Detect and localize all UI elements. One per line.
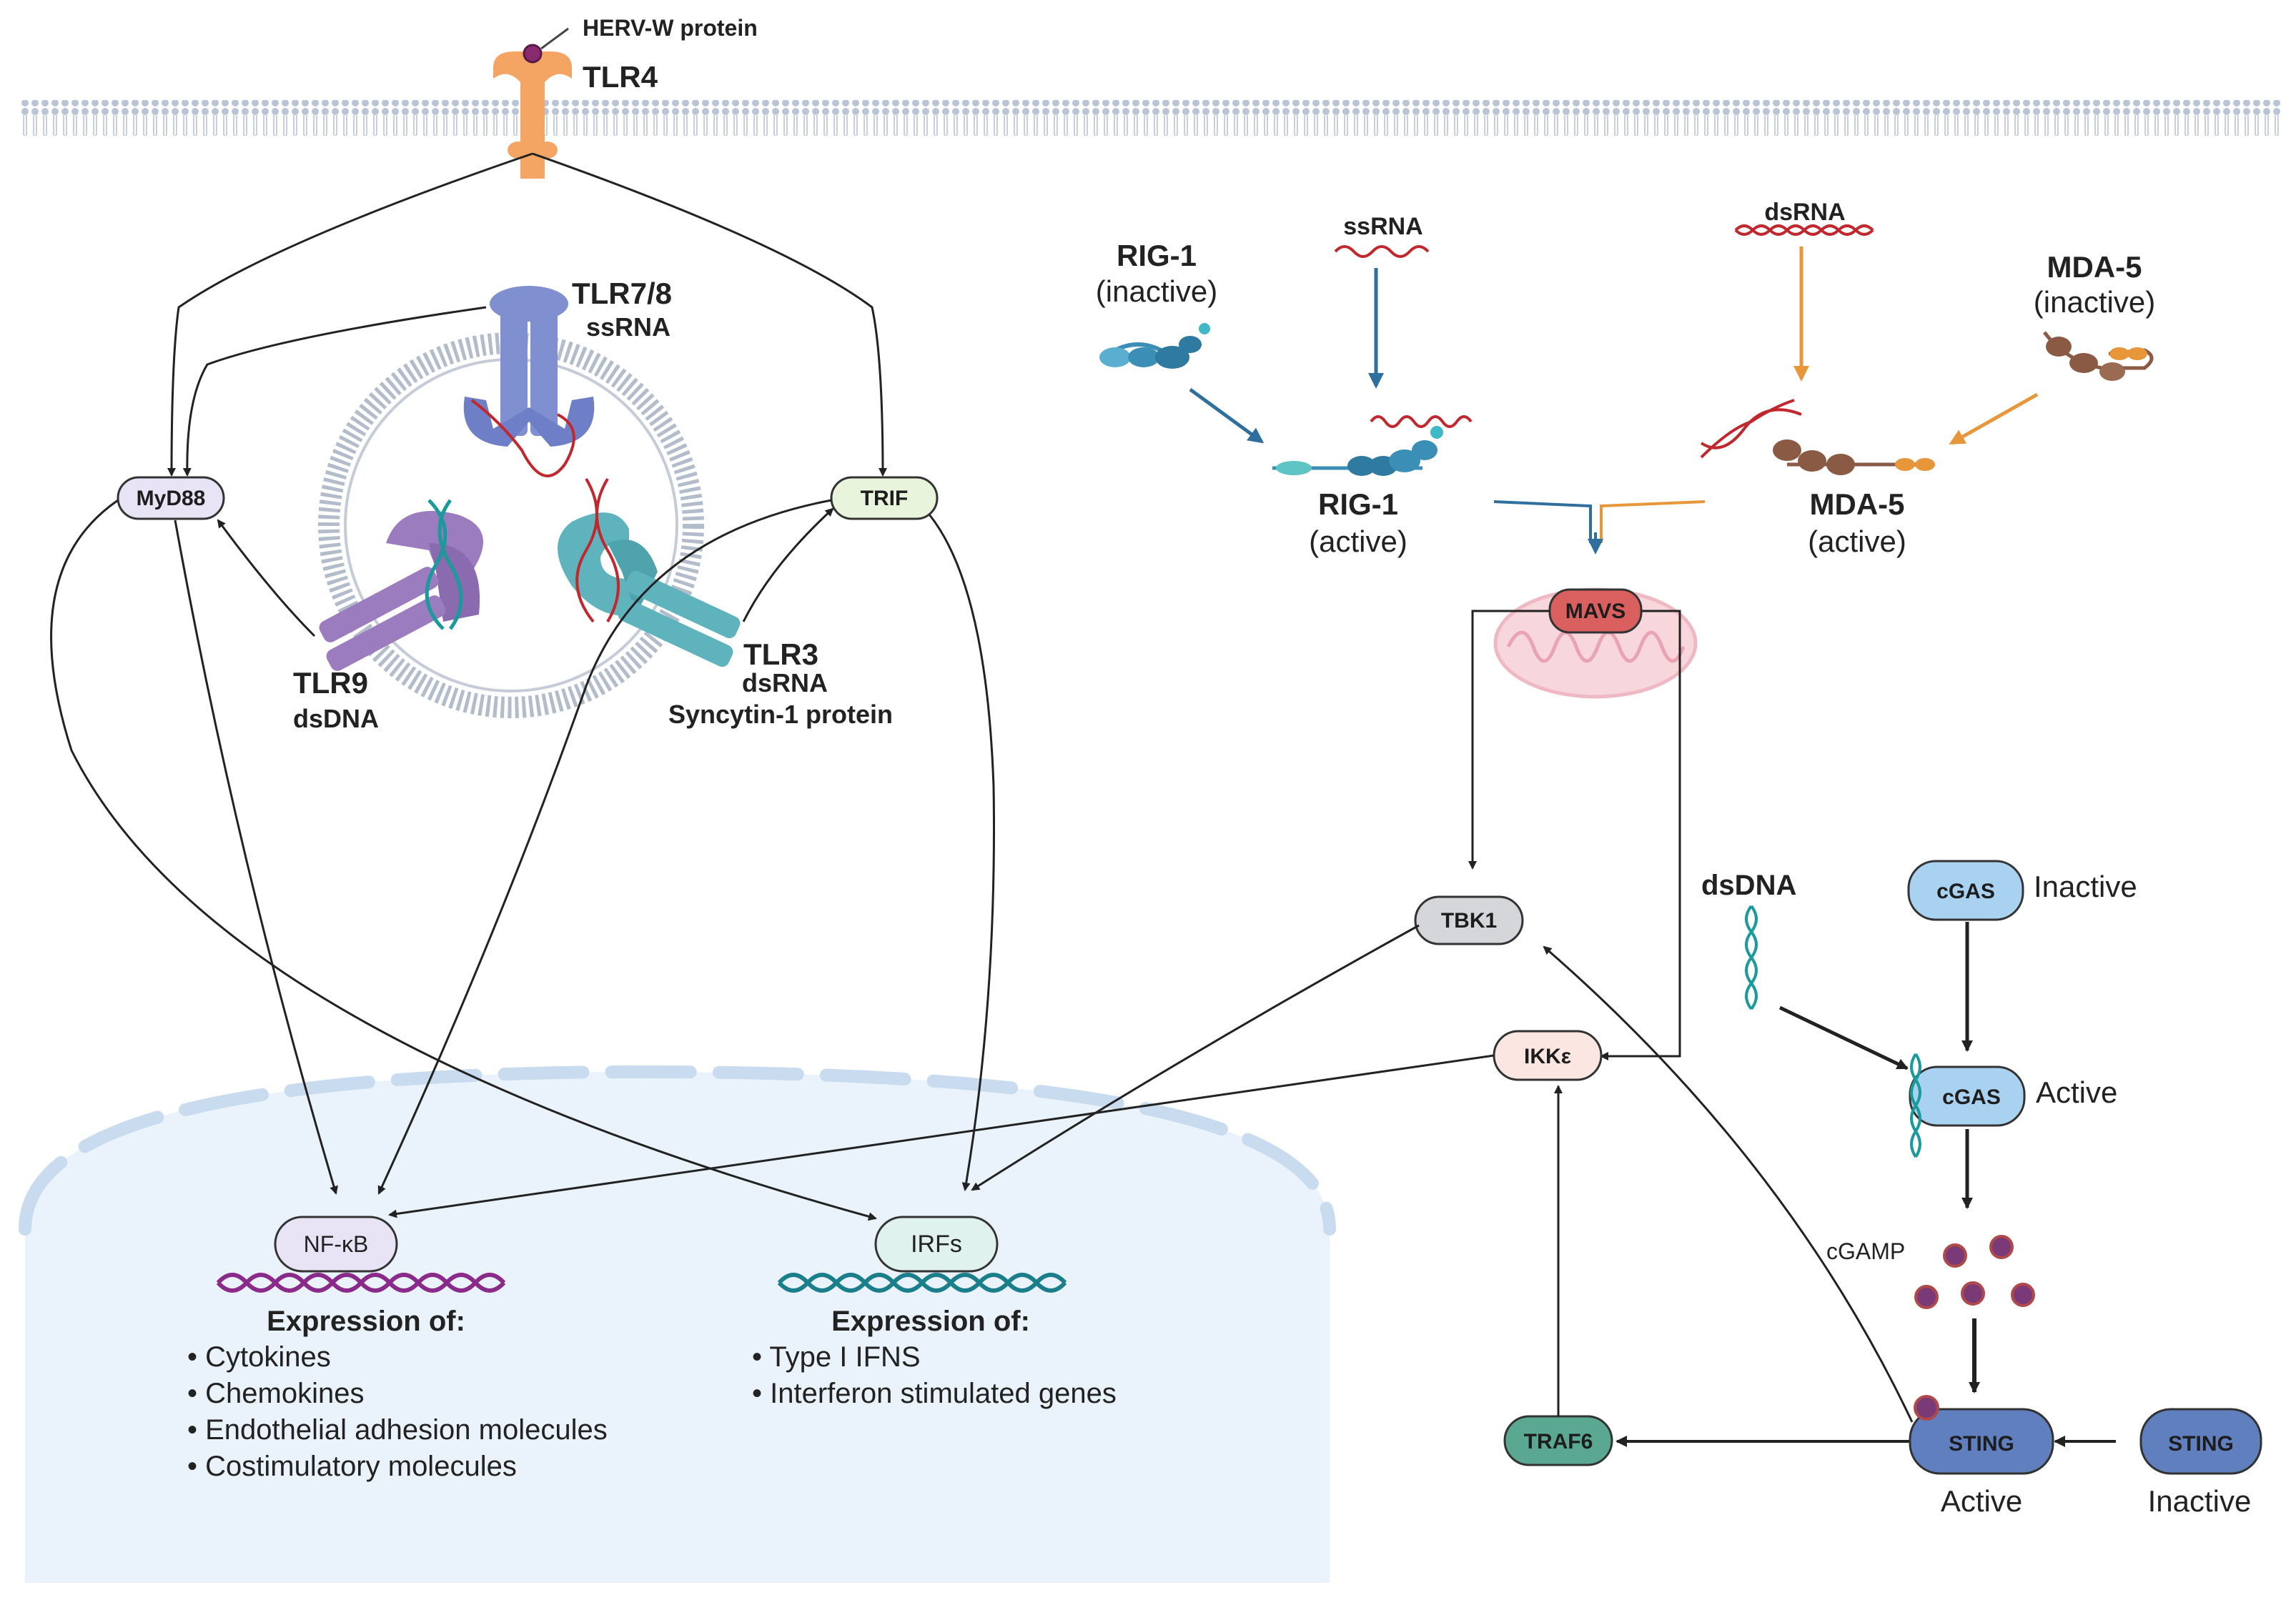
tbk1-label: TBK1: [1441, 909, 1497, 933]
irfs-label: IRFs: [911, 1231, 962, 1258]
tlr4-label: TLR4: [583, 60, 658, 94]
tlr3-ligand-label: dsRNA: [742, 668, 828, 697]
tlr3-label: TLR3: [743, 637, 818, 671]
mda5-active-name: MDA-5: [1810, 487, 1905, 521]
traf6-node: TRAF6: [1503, 1415, 1613, 1466]
rig1-active-icon: [1272, 415, 1473, 476]
tlr3-ligand2-label: Syncytin-1 protein: [668, 700, 893, 729]
ssrna-strand-icon: [1334, 245, 1430, 258]
rig1-active-state: (active): [1309, 525, 1407, 558]
mavs-node: MAVS: [1548, 588, 1643, 634]
traf6-label: TRAF6: [1524, 1430, 1593, 1454]
dsdna-label: dsDNA: [1701, 870, 1796, 901]
nfkb-item-2: • Chemokines: [187, 1378, 364, 1409]
irfs-node: IRFs: [874, 1216, 999, 1273]
cgamp-molecules-icon: [1914, 1235, 2035, 1309]
nfkb-node: NF-κB: [274, 1216, 398, 1273]
tlr3-receptor-icon: [558, 477, 741, 667]
plasma-membrane: [21, 100, 2280, 136]
nfkb-item-3: • Endothelial adhesion molecules: [187, 1414, 608, 1446]
rig1-active-name: RIG-1: [1318, 487, 1398, 521]
mda5-active-icon: [1700, 399, 1935, 475]
cgas-active-state: Active: [2036, 1075, 2117, 1109]
cgas-inactive-label: cGAS: [1936, 880, 1995, 903]
rig1-inactive-name: RIG-1: [1117, 239, 1197, 272]
irfs-expression-title: Expression of:: [831, 1306, 1030, 1337]
ssrna-label: ssRNA: [1343, 213, 1422, 240]
cgas-active-label: cGAS: [1942, 1085, 2001, 1109]
cgas-inactive-node: cGAS: [1907, 860, 2024, 921]
rig1-inactive-icon: [1099, 323, 1210, 369]
nfkb-label: NF-κB: [304, 1231, 369, 1257]
tlr9-receptor-icon: [319, 499, 483, 671]
dsrna-strand-icon: [1734, 224, 1874, 236]
sting-active-node: STING: [1909, 1395, 2054, 1475]
cgamp-label: cGAMP: [1826, 1238, 1905, 1264]
mda5-active-state: (active): [1808, 525, 1906, 558]
nfkb-item-4: • Costimulatory molecules: [187, 1451, 517, 1482]
mda5-inactive-state: (inactive): [2034, 285, 2155, 319]
sting-inactive-node: STING: [2139, 1408, 2262, 1475]
cgas-inactive-state: Inactive: [2034, 870, 2137, 903]
mda5-inactive-name: MDA-5: [2047, 250, 2142, 284]
rig1-inactive-state: (inactive): [1096, 274, 1217, 308]
trif-label: TRIF: [861, 487, 909, 510]
dsrna-label: dsRNA: [1764, 199, 1845, 226]
herv-w-protein-label: HERV-W protein: [583, 15, 758, 41]
trif-node: TRIF: [830, 476, 939, 520]
ikke-node: IKKε: [1493, 1030, 1603, 1081]
tbk1-node: TBK1: [1414, 895, 1524, 945]
tlr78-ligand-label: ssRNA: [586, 312, 671, 342]
sting-inactive-state: Inactive: [2148, 1484, 2252, 1518]
nucleus: [19, 1065, 1336, 1583]
mavs-label: MAVS: [1565, 600, 1625, 623]
myd88-node: MyD88: [117, 476, 225, 520]
sting-active-label: STING: [1949, 1432, 2014, 1456]
tlr9-ligand-label: dsDNA: [293, 704, 379, 733]
tlr9-label: TLR9: [293, 666, 368, 700]
tlr4-receptor-icon: [493, 27, 572, 179]
tlr78-label: TLR7/8: [572, 277, 672, 310]
myd88-label: MyD88: [137, 487, 206, 510]
ikke-label: IKKε: [1524, 1045, 1571, 1068]
mda5-inactive-icon: [2043, 331, 2154, 381]
sting-active-state: Active: [1941, 1484, 2022, 1518]
irfs-dna-icon: [777, 1273, 1067, 1293]
nfkb-item-1: • Cytokines: [187, 1341, 331, 1373]
irfs-item-2: • Interferon stimulated genes: [752, 1378, 1117, 1409]
tlr78-receptor-icon: [463, 286, 595, 477]
sting-inactive-label: STING: [2168, 1432, 2234, 1456]
irfs-item-1: • Type I IFNS: [752, 1341, 921, 1373]
dsdna-helix-icon: [1745, 905, 1758, 1010]
nfkb-expression-title: Expression of:: [267, 1306, 465, 1337]
cgas-active-node: cGAS: [1909, 1053, 2026, 1158]
nfkb-dna-icon: [216, 1273, 506, 1293]
